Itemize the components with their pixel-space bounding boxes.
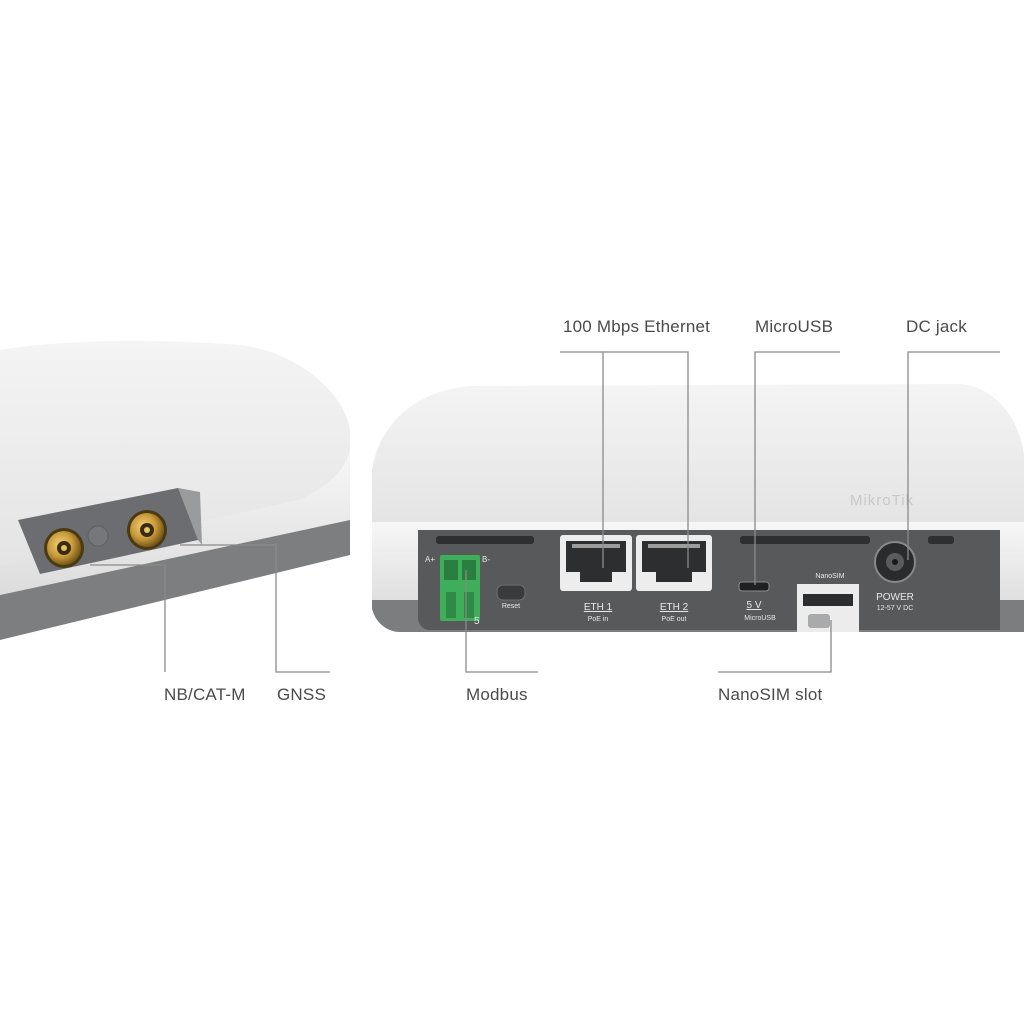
gnss-connector — [127, 510, 167, 550]
right-device-top — [372, 384, 1024, 522]
callout-ethernet: 100 Mbps Ethernet — [563, 317, 711, 336]
right-device: MikroTik A+ B- 5 Reset ETH 1 PoE in — [372, 384, 1024, 632]
left-device — [0, 340, 350, 640]
mikrotik-logo: MikroTik — [850, 492, 914, 509]
svg-text:Reset: Reset — [502, 603, 520, 610]
callout-modbus: Modbus — [466, 685, 528, 704]
ground-icon — [87, 525, 109, 547]
a-plus-label: A+ — [425, 555, 435, 564]
svg-text:5 V: 5 V — [746, 600, 761, 611]
modbus-terminal — [440, 555, 480, 621]
svg-text:NanoSIM: NanoSIM — [815, 573, 844, 580]
svg-text:PoE in: PoE in — [588, 616, 609, 623]
eth1-port — [560, 535, 632, 591]
callout-gnss: GNSS — [277, 685, 326, 704]
nbcatm-connector — [44, 528, 84, 568]
callout-nbcatm: NB/CAT-M — [164, 685, 246, 704]
svg-text:12-57 V DC: 12-57 V DC — [877, 605, 914, 612]
dc-jack — [874, 541, 916, 583]
svg-text:5: 5 — [474, 616, 480, 627]
svg-text:POWER: POWER — [876, 592, 914, 603]
nanosim-slot — [797, 584, 859, 632]
eth1-label: ETH 1 — [584, 602, 613, 613]
callout-dcjack: DC jack — [906, 317, 967, 336]
callout-microusb: MicroUSB — [755, 317, 834, 336]
reset-button — [496, 584, 526, 601]
svg-text:MicroUSB: MicroUSB — [744, 615, 776, 622]
left-device-base — [0, 520, 350, 640]
eth2-label: ETH 2 — [660, 602, 689, 613]
svg-text:PoE out: PoE out — [662, 616, 687, 623]
b-minus-label: B- — [482, 555, 490, 564]
microusb-port — [738, 581, 770, 592]
eth2-port — [636, 535, 712, 591]
callout-lines — [90, 351, 1000, 673]
callout-nanosim: NanoSIM slot — [718, 685, 823, 704]
